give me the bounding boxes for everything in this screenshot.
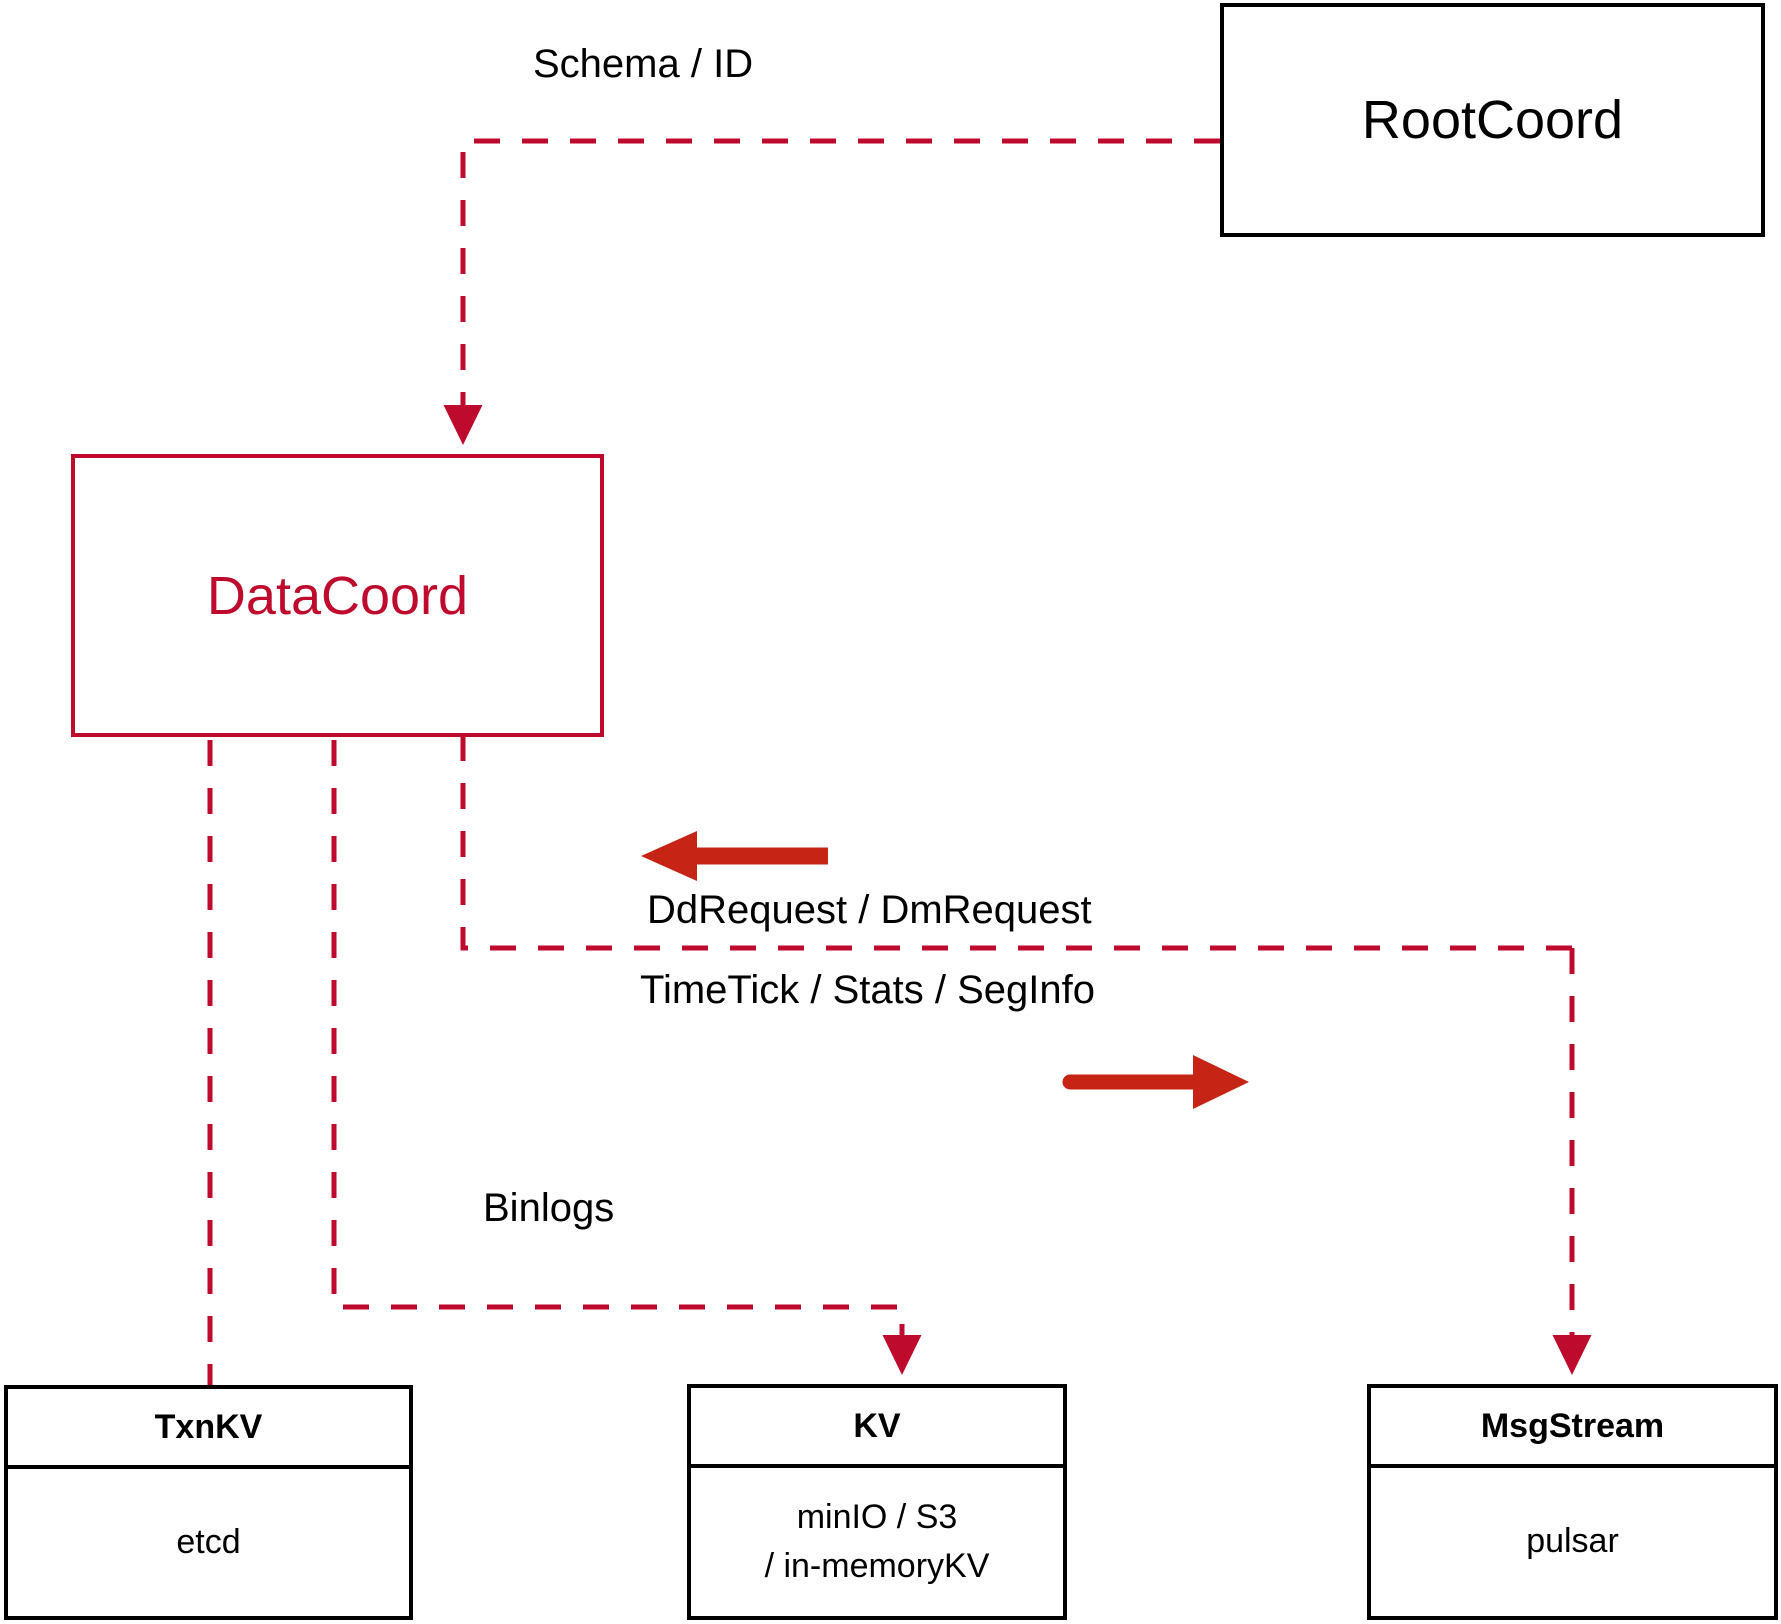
node-rootcoord-label: RootCoord	[1361, 90, 1624, 150]
node-kv-body: minIO / S3 / in-memoryKV	[691, 1468, 1063, 1616]
edge-label-dd-dm-request: DdRequest / DmRequest	[647, 888, 1092, 932]
node-msgstream-body-line-1: pulsar	[1526, 1522, 1619, 1561]
edge-label-binlogs: Binlogs	[483, 1186, 615, 1230]
node-txnkv-body-line-1: etcd	[176, 1522, 241, 1561]
edge-label-timetick-stats-seginfo: TimeTick / Stats / SegInfo	[640, 968, 1095, 1012]
node-rootcoord[interactable]: RootCoord	[1220, 3, 1765, 237]
node-kv-body-line-1: minIO / S3	[796, 1497, 958, 1536]
node-kv-body-line-2: / in-memoryKV	[764, 1547, 990, 1585]
node-datacoord-label: DataCoord	[206, 565, 469, 626]
node-msgstream-body: pulsar	[1371, 1468, 1774, 1616]
edge-rootcoord-to-datacoord	[443, 138, 1220, 445]
node-kv-header: KV	[691, 1388, 1063, 1468]
edge-label-schema-id: Schema / ID	[533, 42, 754, 86]
node-kv[interactable]: KV minIO / S3 / in-memoryKV	[687, 1384, 1067, 1620]
arrow-right-solid	[1062, 1055, 1249, 1109]
node-txnkv[interactable]: TxnKV etcd	[4, 1385, 413, 1620]
arrow-left-solid	[641, 831, 828, 881]
node-datacoord[interactable]: DataCoord	[71, 454, 604, 737]
edge-datacoord-to-kv	[331, 740, 922, 1375]
node-msgstream-header: MsgStream	[1371, 1388, 1774, 1468]
node-msgstream[interactable]: MsgStream pulsar	[1367, 1384, 1778, 1620]
node-txnkv-header: TxnKV	[8, 1389, 409, 1469]
node-txnkv-body: etcd	[8, 1469, 409, 1616]
